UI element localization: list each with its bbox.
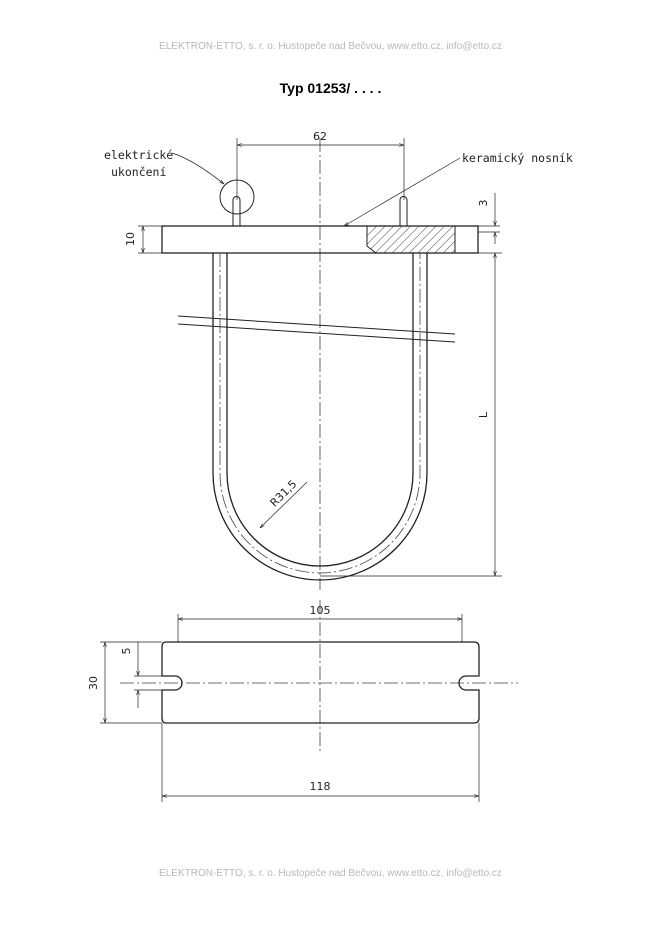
radius-leader [260,481,308,528]
dim-3-label: 3 [477,200,490,207]
ceramic-carrier-leader [344,157,461,226]
cut-line-top [177,315,456,335]
page-header: ELEKTRON-ETTO, s. r. o. Hustopeče nad Be… [159,41,502,52]
ceramic-carrier-label: keramický nosník [462,151,573,165]
hatched-section [366,225,456,254]
left-pin-top [232,196,241,201]
tube-center-line [219,253,421,574]
dim-62-label: 62 [313,130,327,143]
u-tube [212,253,428,581]
dim-30-label: 30 [87,676,100,690]
right-pin-top [399,196,408,201]
termination-leader [171,152,224,184]
drawing-title: Typ 01253/ . . . . [279,80,382,96]
cut-line-bottom [177,323,456,343]
dim-L-label: L [477,411,490,418]
tube-outer-edge [212,253,428,581]
dim-5-label: 5 [120,648,133,655]
tube-inner-edge [226,253,414,567]
plate-top-view [161,641,480,724]
dim-10-label: 10 [124,232,137,246]
termination-label-line1: elektrické [104,148,173,162]
ceramic-plate [161,225,479,254]
dim-118-label: 118 [310,780,331,793]
termination-label-line2: ukončení [111,165,166,179]
dim-105-label: 105 [310,604,331,617]
page-footer: ELEKTRON-ETTO, s. r. o. Hustopeče nad Be… [159,868,502,879]
